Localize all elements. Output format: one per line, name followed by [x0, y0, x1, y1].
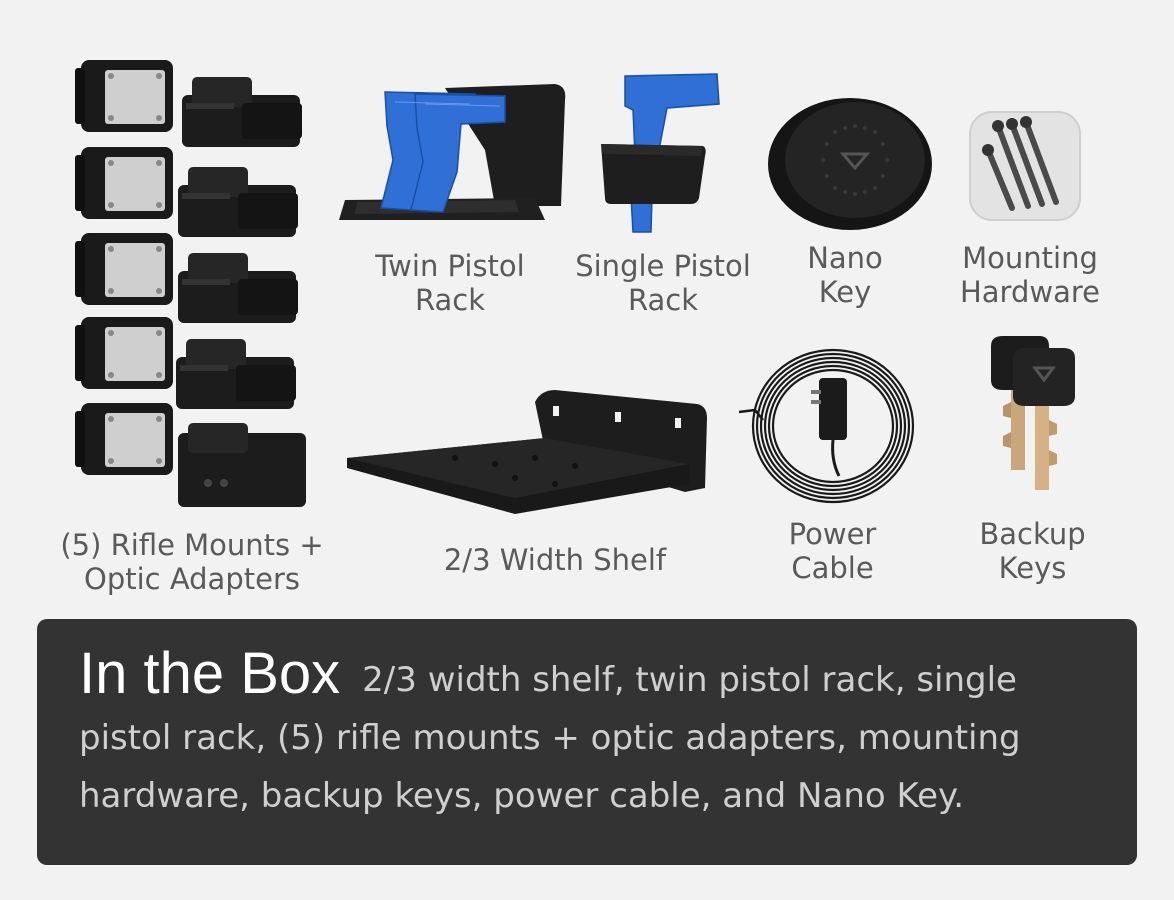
- power-cable-label-line1: Power: [788, 517, 877, 551]
- screws-icon: [969, 111, 1081, 221]
- nano-key-label: Nano Key: [785, 241, 905, 309]
- nano-key-label-line1: Nano: [807, 241, 883, 275]
- in-the-box-description: 2/3 width shelf, twin pistol rack, singl…: [79, 660, 1021, 816]
- shelf-icon: [347, 390, 707, 514]
- single-pistol-rack-item: [595, 70, 725, 235]
- nano-key-item: [765, 92, 935, 232]
- mounting-hardware-label: Mounting Hardware: [950, 241, 1110, 309]
- nano-key-label-line2: Key: [818, 275, 872, 309]
- power-cable-label-line2: Cable: [791, 551, 874, 585]
- backup-keys-label: Backup Keys: [965, 517, 1100, 585]
- twin-pistol-rack-label-line2: Rack: [414, 283, 486, 317]
- twin-pistol-rack-icon: [339, 84, 566, 220]
- shelf-label: 2/3 Width Shelf: [410, 543, 700, 577]
- rifle-mount-icon: [75, 60, 306, 507]
- shelf-label-line1: 2/3 Width Shelf: [443, 543, 667, 577]
- mounting-hardware-label-line1: Mounting: [962, 241, 1098, 275]
- nano-key-icon: [768, 98, 932, 230]
- in-the-box-title: In the Box: [79, 641, 341, 706]
- shelf-item: [345, 388, 710, 516]
- single-pistol-rack-label: Single Pistol Rack: [568, 249, 758, 317]
- single-pistol-rack-label-line1: Single Pistol: [575, 249, 751, 283]
- twin-pistol-rack-label-line1: Twin Pistol: [375, 249, 525, 283]
- rifle-mounts-label-line1: (5) Rifle Mounts +: [60, 528, 324, 562]
- rifle-mounts-label-line2: Optic Adapters: [84, 562, 300, 596]
- backup-keys-item: [985, 332, 1080, 492]
- power-cable-icon: [738, 348, 915, 504]
- mounting-hardware-item: [968, 110, 1082, 222]
- power-cable-item: [735, 340, 920, 510]
- keys-icon: [991, 336, 1075, 490]
- single-pistol-rack-label-line2: Rack: [627, 283, 699, 317]
- power-cable-label: Power Cable: [770, 517, 895, 585]
- rifle-mounts-label: (5) Rifle Mounts + Optic Adapters: [52, 528, 332, 596]
- rifle-mounts-item: [70, 55, 315, 515]
- backup-keys-label-line1: Backup: [979, 517, 1086, 551]
- twin-pistol-rack-label: Twin Pistol Rack: [340, 249, 560, 317]
- single-pistol-rack-icon: [601, 73, 720, 233]
- mounting-hardware-label-line2: Hardware: [959, 275, 1100, 309]
- twin-pistol-rack-item: [335, 80, 570, 230]
- backup-keys-label-line2: Keys: [998, 551, 1067, 585]
